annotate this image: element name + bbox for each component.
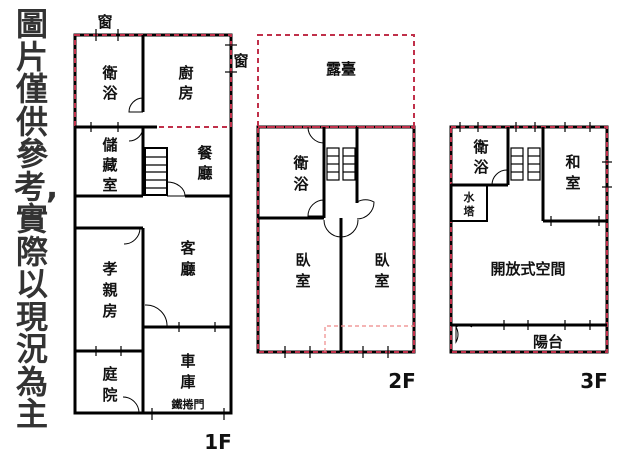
- room-elder: 房: [102, 302, 117, 320]
- room-bath-2f: 浴: [293, 175, 309, 193]
- floor-label-2f: 2F: [388, 369, 416, 393]
- room-bedroom: 室: [374, 272, 389, 290]
- water-tank: 水: [464, 190, 476, 204]
- room-living: 客: [179, 239, 196, 257]
- room-open-space: 開放式空間: [490, 260, 565, 278]
- room-garage: 車: [180, 352, 195, 370]
- room-bedroom: 臥: [374, 251, 390, 269]
- room-terrace: 露臺: [326, 60, 356, 78]
- room-yard: 院: [102, 386, 117, 404]
- room-bath-3f: 衛: [472, 138, 488, 156]
- room-bath-3f: 浴: [473, 158, 489, 176]
- room-elder: 孝: [101, 260, 117, 278]
- room-bath-1f: 浴: [102, 84, 118, 102]
- room-bedroom: 室: [295, 272, 310, 290]
- window-label: 窗: [97, 13, 112, 31]
- room-living: 廳: [180, 260, 195, 278]
- water-tank: 塔: [464, 204, 476, 218]
- floor-label-1f: 1F: [204, 430, 232, 454]
- room-bath-1f: 衛: [101, 64, 117, 82]
- room-dining: 廳: [197, 164, 212, 182]
- room-bedroom: 臥: [295, 251, 311, 269]
- room-elder: 親: [102, 281, 117, 299]
- room-storage: 室: [102, 176, 117, 194]
- room-garage: 庫: [180, 373, 195, 391]
- room-balcony: 陽台: [533, 333, 563, 351]
- room-storage: 儲: [102, 136, 117, 154]
- room-kitchen: 房: [178, 84, 193, 102]
- room-japanese: 室: [565, 174, 580, 192]
- room-japanese: 和: [565, 153, 580, 171]
- floor-2f: 露臺 衛浴 臥室 臥室 2F: [256, 34, 416, 393]
- window-label: 窗: [233, 52, 248, 70]
- room-dining: 餐: [197, 144, 213, 162]
- room-kitchen: 廚: [178, 64, 193, 82]
- room-yard: 庭: [102, 365, 118, 383]
- floor-3f: 衛浴 水塔 和室 開放式空間 陽台 3F: [449, 122, 612, 393]
- shutter-door-label: 鐵捲門: [172, 397, 205, 411]
- room-storage: 藏: [102, 156, 117, 174]
- floor-label-3f: 3F: [580, 369, 608, 393]
- floor-1f: 窗 窗 衛浴 廚房 儲藏室 餐廳 客廳 孝親房 車庫 庭院 鐵捲門 1F: [73, 13, 249, 454]
- room-bath-2f: 衛: [292, 154, 308, 172]
